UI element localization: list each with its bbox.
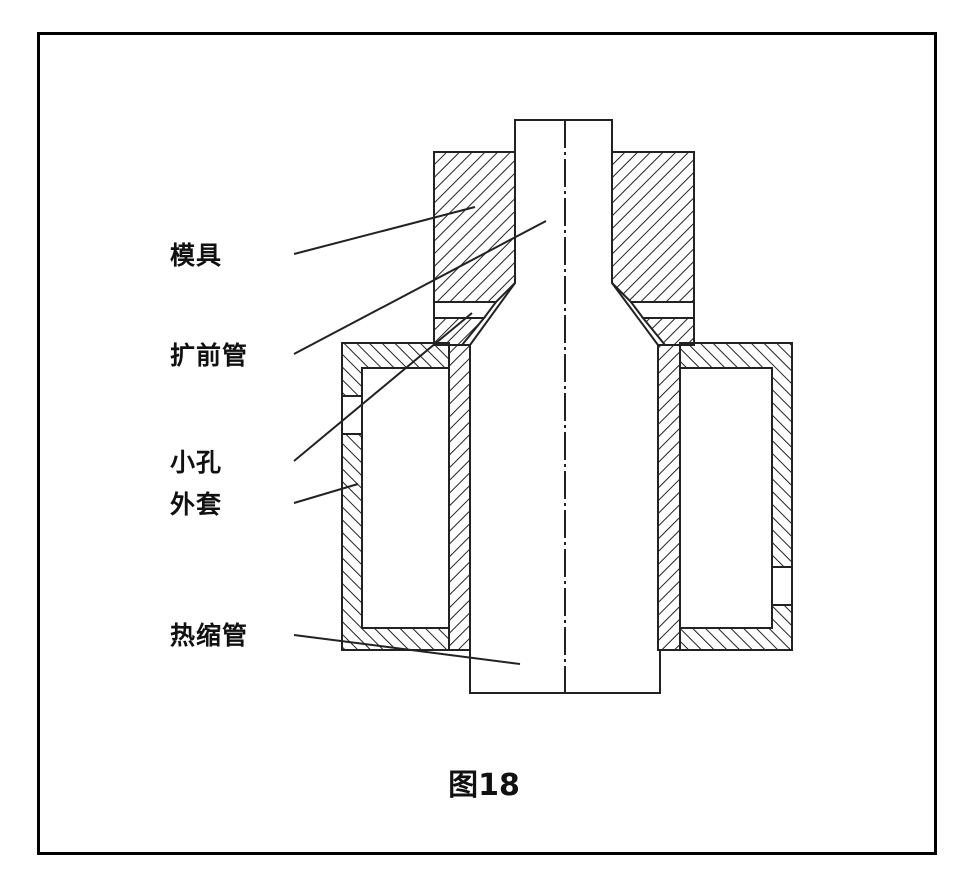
figure-frame — [37, 32, 937, 855]
label-mold: 模具 — [170, 241, 223, 270]
figure-caption: 图18 — [448, 768, 520, 803]
label-expansion-tube: 扩前管 — [170, 341, 249, 370]
outer-sleeve-right — [679, 342, 793, 651]
leader-lines — [293, 206, 547, 665]
mold-right — [611, 151, 695, 346]
label-small-hole: 小孔 — [170, 448, 223, 477]
label-heat-shrink-tube: 热缩管 — [170, 621, 249, 650]
outer-sleeve-left — [341, 342, 450, 651]
label-outer-sleeve: 外套 — [170, 490, 223, 519]
expansion-tube — [469, 119, 659, 346]
mold-left — [433, 151, 516, 346]
